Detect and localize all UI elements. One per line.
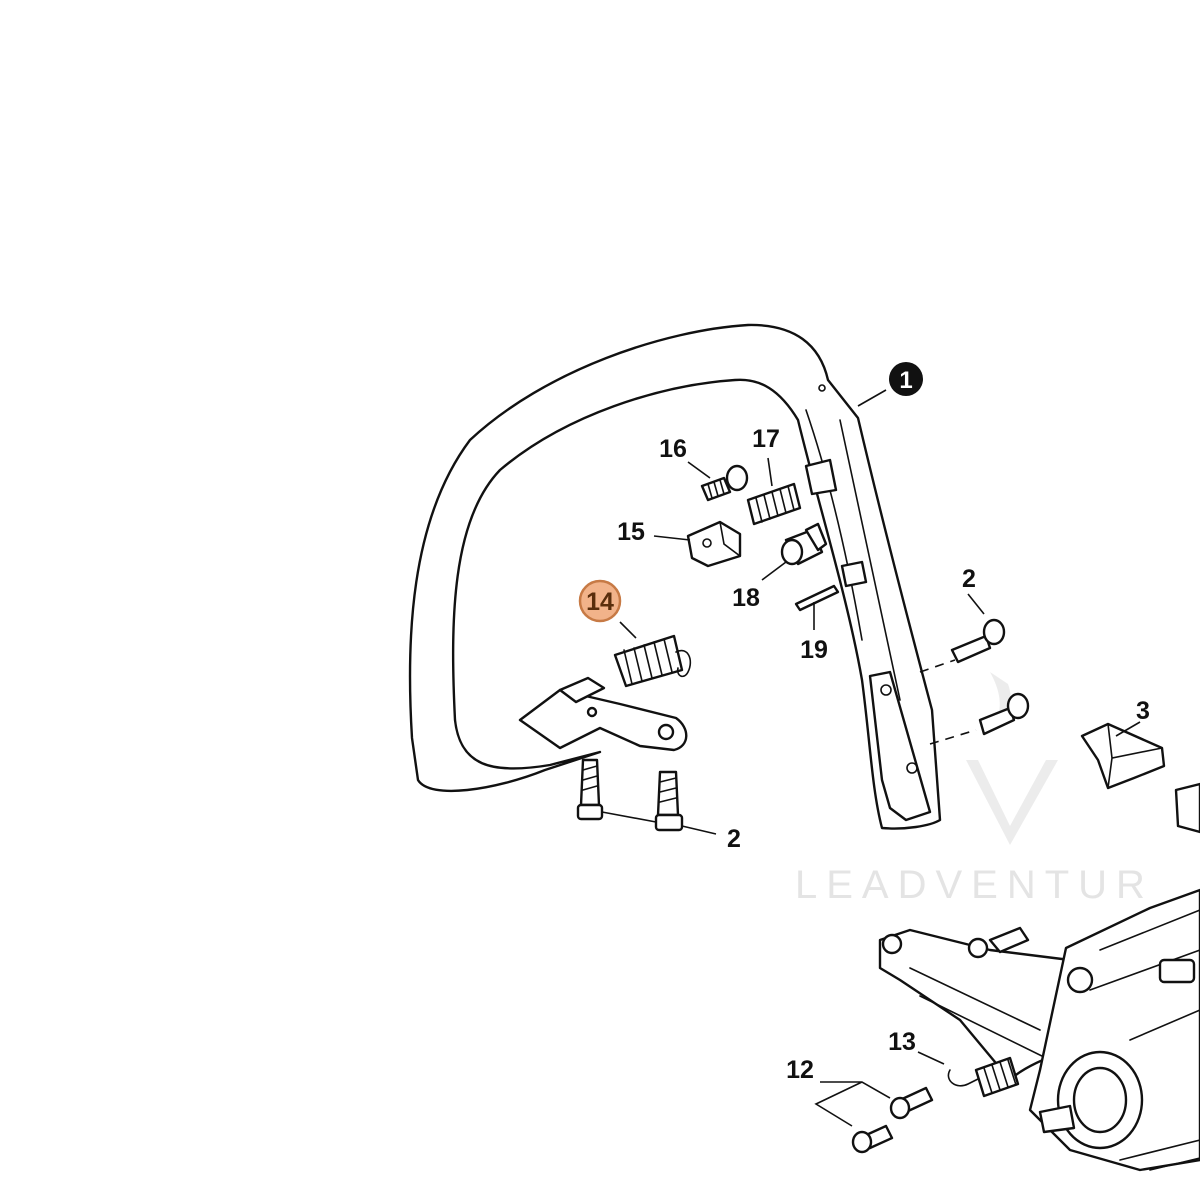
housing-assembly	[878, 888, 1200, 1172]
callout-1[interactable]: 1	[889, 362, 923, 396]
callout-18[interactable]: 18	[732, 584, 760, 612]
watermark-v-icon	[966, 760, 1058, 845]
callout-17[interactable]: 17	[752, 425, 780, 453]
callout-19[interactable]: 19	[800, 636, 828, 664]
callout-15[interactable]: 15	[617, 518, 645, 546]
screws-part-12[interactable]	[851, 1086, 934, 1154]
callout-2-right[interactable]: 2	[962, 565, 976, 593]
spring-part-17[interactable]	[746, 482, 802, 526]
screw-part-16[interactable]	[700, 464, 749, 502]
spring-part-14[interactable]	[613, 634, 692, 688]
clamp-part-15[interactable]	[686, 520, 742, 568]
screws-part-2-right[interactable]	[919, 618, 1030, 745]
watermark-text: LEADVENTUR	[795, 863, 1154, 907]
leader-lines	[601, 389, 1141, 1127]
handlebar-part[interactable]	[408, 323, 942, 830]
callout-16[interactable]: 16	[659, 435, 687, 463]
callout-13[interactable]: 13	[888, 1028, 916, 1056]
callout-1-label: 1	[899, 367, 912, 394]
pin-part-19[interactable]	[794, 584, 840, 612]
callout-12[interactable]: 12	[786, 1056, 814, 1084]
watermark: LEADVENTUR	[795, 672, 1154, 907]
bracket-part-3[interactable]	[1080, 722, 1200, 834]
callout-2-bottom[interactable]: 2	[727, 825, 741, 853]
plug-part-18[interactable]	[780, 522, 828, 566]
screws-part-2-bottom[interactable]	[576, 758, 684, 832]
callout-14-highlighted[interactable]: 14	[578, 579, 622, 623]
spring-part-13[interactable]	[947, 1056, 1020, 1098]
callout-3[interactable]: 3	[1136, 697, 1150, 725]
callout-14-label: 14	[586, 588, 614, 616]
